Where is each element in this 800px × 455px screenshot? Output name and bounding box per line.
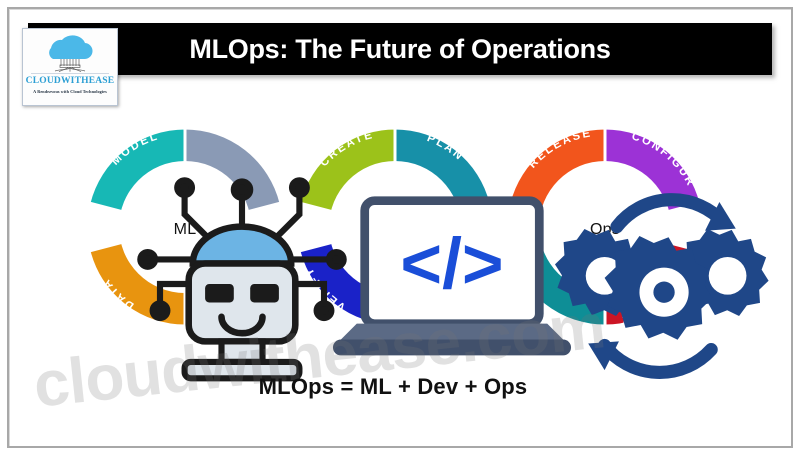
svg-text:</>: </> <box>400 224 503 304</box>
mlops-diagram: MODEL DATA <box>0 96 786 421</box>
title-banner: MLOps: The Future of Operations <box>28 23 772 75</box>
logo-name: CLOUDWITHEASE <box>25 76 115 86</box>
laptop-code-icon: </> <box>332 196 572 356</box>
ring-center-dev: </> Dev <box>329 161 572 356</box>
formula-caption: MLOps = ML + Dev + Ops <box>258 374 528 399</box>
ring-center-ops: Ops <box>539 161 769 379</box>
ring-ml: MODEL DATA <box>62 104 347 382</box>
logo-tagline: A Rendezvous with Cloud Technologies <box>33 89 107 94</box>
logo-divider <box>31 73 109 74</box>
cloud-roots-logo-icon <box>49 35 93 72</box>
gears-cycle-icon <box>554 193 769 379</box>
robot-icon <box>137 177 347 382</box>
ring-center-ml: ML <box>119 161 347 382</box>
ring-label-ml: ML <box>173 221 197 238</box>
brand-logo: CLOUDWITHEASE A Rendezvous with Cloud Te… <box>22 28 118 106</box>
ring-dev: CREATE PLAN PACKAGE VERIFY </> <box>272 104 572 356</box>
page-title: MLOps: The Future of Operations <box>189 33 611 64</box>
ring-ops: RELEASE CONFIGURE MONITOR <box>482 104 769 379</box>
